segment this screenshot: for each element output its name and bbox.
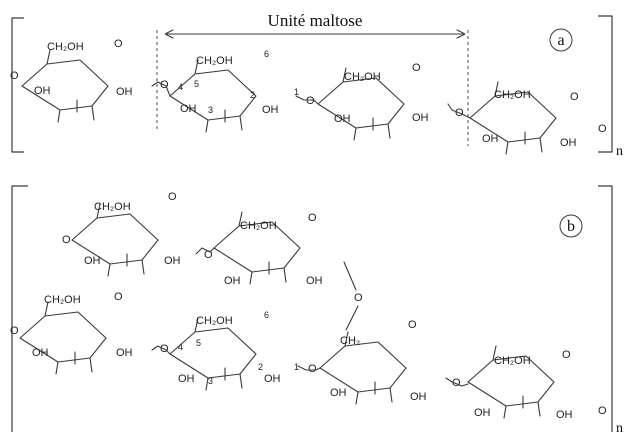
glycosidic-o-2: O: [306, 95, 315, 107]
ring-a2-ch2oh: CH₂OH: [196, 55, 233, 67]
ring-b6-terminal-o: O: [598, 405, 607, 417]
ring-b5-ring-o: O: [408, 319, 417, 331]
ring-a1-ring-o: O: [114, 38, 123, 50]
panel-a-circle: [549, 28, 573, 52]
ring-a2-c1: 1: [294, 87, 299, 97]
ring-a1-oh3: OH: [34, 85, 51, 97]
panel-a-repeat-label: n: [616, 144, 623, 159]
ring-b6-oh2: OH: [556, 409, 573, 421]
panel-a-left-bracket: [11, 17, 24, 153]
ring-b4-c3: 3: [208, 376, 213, 386]
ring-b1-ring-o: O: [168, 191, 177, 203]
ring-b4-c6: 6: [264, 310, 269, 320]
ring-a4-ring-o: O: [570, 91, 579, 103]
ring-b4-oh2: OH: [264, 373, 281, 385]
ring-a2-c3: 3: [208, 105, 213, 115]
ring-a3-oh3: OH: [334, 113, 351, 125]
ring-b6-ring-o: O: [562, 349, 571, 361]
maltose-unit-title: Unité maltose: [268, 11, 363, 30]
ring-b3-oh3: OH: [32, 347, 49, 359]
ring-a1-ch2oh: CH₂OH: [47, 41, 84, 53]
ring-b3-ring-o: O: [114, 291, 123, 303]
ring-a1-oh2: OH: [116, 86, 133, 98]
panel-b-right-bracket: [598, 185, 613, 432]
ring-a2: [169, 59, 257, 133]
bond-b4-b5: [297, 365, 321, 371]
glycosidic-o-b4: O: [308, 363, 317, 375]
ring-b2-oh3: OH: [224, 275, 241, 287]
ring-b4-oh3: OH: [178, 373, 195, 385]
ring-b2-oh2: OH: [306, 275, 323, 287]
ring-a2-oh3: OH: [180, 103, 197, 115]
ring-b6-oh3: OH: [474, 407, 491, 419]
bond-b3-b4: [151, 345, 171, 355]
bond-a1-a2: [151, 81, 171, 97]
panel-b: n b CH₂OH O O OH OH O CH₂OH O OH OH O CH…: [10, 185, 623, 432]
ring-b4-c2: 2: [258, 362, 263, 372]
panel-a: n Unité maltose a CH₂OH O O OH OH O CH₂O…: [10, 11, 623, 159]
bond-b1-b2: [195, 247, 215, 255]
ring-b4-c1: 1: [294, 362, 299, 372]
panel-b-repeat-label: n: [616, 421, 623, 432]
branch-o: O: [354, 292, 363, 304]
ring-a2-oh2: OH: [262, 104, 279, 116]
ring-b4-c5: 5: [196, 338, 201, 348]
ring-a4-oh2: OH: [560, 137, 577, 149]
branch-bond-upper: [343, 261, 357, 291]
ring-b4-ch2oh: CH₂OH: [196, 315, 233, 327]
ring-a3-ch2oh: CH₂OH: [344, 71, 381, 83]
ring-a1-o4: O: [10, 70, 19, 82]
ring-b3-ch2oh: CH₂OH: [44, 294, 81, 306]
ring-a4-terminal-o: O: [598, 123, 607, 135]
ring-b1-o4: O: [62, 234, 71, 246]
bond-b5-b6: [445, 377, 469, 387]
ring-b1-oh2: OH: [164, 255, 181, 267]
ring-a3-oh2: OH: [412, 112, 429, 124]
ring-b3-o4: O: [10, 325, 19, 337]
ring-b6-ch2oh: CH₂OH: [494, 355, 531, 367]
panel-a-label: a: [557, 32, 564, 49]
panel-a-right-bracket: [598, 15, 613, 153]
ring-b1-oh3: OH: [84, 255, 101, 267]
ring-a2-c6: 6: [264, 49, 269, 59]
branch-bond-lower: [345, 305, 359, 331]
ring-b1-ch2oh: CH₂OH: [94, 201, 131, 213]
ring-a2-c5: 5: [194, 79, 199, 89]
ring-b3-oh2: OH: [116, 347, 133, 359]
ring-a2-c2: 2: [250, 90, 255, 100]
ring-b5-oh3: OH: [330, 387, 347, 399]
ring-b4-c4: 4: [178, 342, 183, 352]
ring-a4-ch2oh: CH₂OH: [494, 89, 531, 101]
bond-a3-a4: [447, 103, 471, 119]
ring-b2-ring-o: O: [308, 212, 317, 224]
ring-a4-oh3: OH: [482, 133, 499, 145]
panel-b-left-bracket: [11, 185, 28, 432]
ring-a2-c4: 4: [178, 82, 183, 92]
panel-b-circle: [559, 214, 583, 238]
ring-b5-oh2: OH: [410, 391, 427, 403]
glycosidic-o-b1: O: [204, 249, 213, 261]
glycosidic-o-b5: O: [452, 377, 461, 389]
ring-a3-ring-o: O: [412, 62, 421, 74]
ring-b3: [19, 301, 107, 375]
ring-b2-ch2oh: CH₂OH: [240, 220, 277, 232]
bond-a2-a3: [295, 95, 319, 105]
panel-b-label: b: [567, 218, 575, 235]
